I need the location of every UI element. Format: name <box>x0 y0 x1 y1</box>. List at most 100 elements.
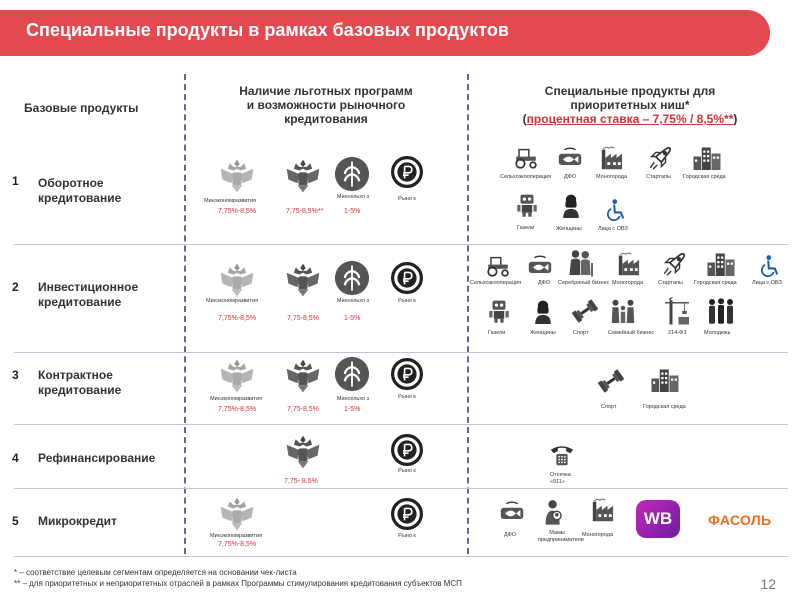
program-label: Минсельхо з <box>336 194 370 200</box>
rate-link[interactable]: процентная ставка – 7,75% / 8,5%** <box>526 112 734 126</box>
dumbbell-icon <box>596 366 626 396</box>
city-icon <box>706 250 736 278</box>
fasol-logo: ФАСОЛЬ <box>708 512 772 528</box>
row-name: Инвестиционное кредитование <box>38 280 139 309</box>
row-number: 4 <box>12 451 19 465</box>
ruble-icon <box>391 498 423 530</box>
program-rate: 7,75%-8,5% <box>218 315 257 322</box>
program-label: Минэкономразвития <box>210 396 263 402</box>
minsel-logo-icon <box>334 260 370 296</box>
program-rate: 7,75%-8,5% <box>218 406 257 413</box>
tractor-icon <box>512 146 540 170</box>
crane-icon <box>662 296 692 326</box>
program-label: Рыно к <box>398 196 416 202</box>
niche-label: Моногорода <box>596 174 628 180</box>
rocket-icon <box>660 250 688 278</box>
factory-icon <box>599 144 627 172</box>
youth-icon <box>704 296 738 326</box>
program-rate: 7,75- 8.5% <box>284 478 318 485</box>
row-number: 3 <box>12 368 19 382</box>
row-divider <box>14 488 788 489</box>
row-divider <box>14 352 788 353</box>
elder-icon <box>565 248 595 278</box>
program-rate: 7,75-8,5% <box>287 406 319 413</box>
column-header-programs: Наличие льготных программ и возможности … <box>239 84 413 126</box>
niche-label: Семейный бизнес <box>608 330 655 336</box>
program-rate: 1-5% <box>344 315 361 322</box>
factory-icon <box>590 496 618 524</box>
column-header-base: Базовые продукты <box>24 101 139 115</box>
fish-icon <box>556 146 584 170</box>
program-rate: 7,75%-8,5% <box>218 208 257 215</box>
niche-label: Моногорода <box>582 532 614 538</box>
program-label: Рыно к <box>398 533 416 539</box>
niche-label: Лица с ОВЗ <box>598 226 628 232</box>
niche-label: Молодежь <box>704 330 731 336</box>
ruble-icon <box>391 156 423 188</box>
program-label: Рыно к <box>398 468 416 474</box>
city-icon <box>692 144 722 172</box>
page-title: Специальные продукты в рамках базовых пр… <box>26 20 509 40</box>
niche-label: Сельхозкооперация <box>500 174 552 180</box>
row-divider <box>14 244 788 245</box>
program-label: Минэкономразвития <box>210 533 263 539</box>
program-rate: 1-5% <box>344 406 361 413</box>
family-icon <box>608 296 638 326</box>
cb-emblem-icon <box>284 432 322 472</box>
phone-icon <box>548 440 576 468</box>
niche-label: 214-ФЗ <box>668 330 687 336</box>
row-name: Микрокредит <box>38 514 117 528</box>
niche-label: Газели <box>517 225 535 231</box>
niche-label: Женщины <box>556 226 582 232</box>
niche-label: ДФО <box>564 174 577 180</box>
niche-label: Стартапы <box>658 280 683 286</box>
niche-label: Отсечка «911» <box>550 472 571 485</box>
niche-label: Городская среда <box>643 404 686 410</box>
column-divider <box>467 74 469 554</box>
row-divider <box>14 556 788 557</box>
niche-label: Мамы предприниматели <box>538 530 584 543</box>
ruble-icon <box>391 434 423 466</box>
minek-emblem-icon <box>218 494 256 534</box>
program-label: Рыно к <box>398 298 416 304</box>
woman-icon <box>530 298 556 324</box>
niche-label: Городская среда <box>683 174 726 180</box>
minsel-logo-icon <box>334 356 370 392</box>
ruble-icon <box>391 262 423 294</box>
ruble-icon <box>391 358 423 390</box>
row-name: Оборотное кредитование <box>38 176 122 205</box>
row-divider <box>14 424 788 425</box>
robot-icon <box>486 298 512 324</box>
niche-label: Женщины <box>530 330 556 336</box>
wheelchair-icon <box>758 254 782 278</box>
program-rate: 7,75-8,5% <box>287 315 319 322</box>
cb-emblem-icon <box>284 356 322 396</box>
cb-emblem-icon <box>284 260 322 300</box>
minek-emblem-icon <box>218 356 256 396</box>
minsel-logo-icon <box>334 156 370 192</box>
row-name: Рефинансирование <box>38 451 156 465</box>
mother-icon <box>540 498 568 526</box>
rocket-icon <box>646 144 674 172</box>
column-header-special: Специальные продукты для приоритетных ни… <box>522 84 738 126</box>
row-number: 2 <box>12 280 19 294</box>
niche-label: Лица с ОВЗ <box>752 280 782 286</box>
woman-icon <box>558 192 584 218</box>
minek-emblem-icon <box>218 156 256 196</box>
wildberries-logo: WB <box>636 500 680 538</box>
niche-label: Спорт <box>601 404 617 410</box>
program-label: Минэкономразвития <box>206 298 259 304</box>
program-label: Минсельхо з <box>336 298 370 304</box>
niche-label: Спорт <box>573 330 589 336</box>
niche-label: Моногорода <box>612 280 644 286</box>
robot-icon <box>514 192 540 218</box>
page-number: 12 <box>760 576 776 592</box>
niche-label: ДФО <box>538 280 551 286</box>
program-rate: 7,75%-8,5% <box>218 541 257 548</box>
program-label: Минсельхо з <box>336 396 370 402</box>
program-rate: 7,75-8,5%** <box>286 208 324 215</box>
niche-label: Стартапы <box>646 174 671 180</box>
wheelchair-icon <box>604 198 628 222</box>
column-divider <box>184 74 186 554</box>
program-label: Рыно к <box>398 394 416 400</box>
